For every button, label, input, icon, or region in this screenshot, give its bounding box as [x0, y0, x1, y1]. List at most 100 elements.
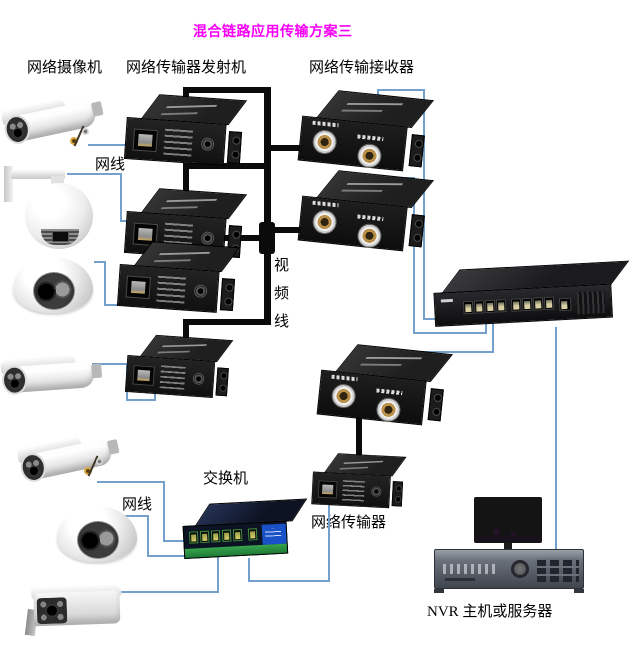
net-cable-cam1 — [88, 144, 138, 146]
net-cable-cam4-c — [126, 399, 156, 401]
video-cable-tx2-riser — [183, 163, 189, 201]
switch-port-4 — [495, 299, 507, 313]
power-jack — [200, 231, 215, 246]
device-front-face — [123, 116, 227, 166]
video-cable-rx1-feed — [269, 145, 319, 151]
switch-port-6 — [521, 297, 533, 312]
video-cable-tx1-run — [183, 87, 271, 93]
label-video-cable: 视频线 — [272, 257, 288, 341]
video-transmitter-4 — [124, 333, 234, 402]
net-cable-cam7-b — [217, 550, 219, 593]
net-cable-cam7-a — [109, 591, 219, 593]
video-cable-tx4-run — [183, 319, 271, 325]
video-receiver-1 — [297, 87, 435, 176]
nvr-recorder — [434, 549, 584, 593]
device-front-face — [311, 471, 391, 509]
video-receiver-2 — [297, 167, 435, 256]
monitor-neck — [504, 543, 512, 551]
bnc-video-out — [356, 142, 383, 169]
switch-port-7 — [532, 297, 544, 311]
bullet-camera-3 — [14, 418, 127, 502]
dome-camera-2 — [57, 506, 141, 566]
bnc-video-in — [311, 208, 338, 236]
net-cable-cam3-b — [104, 261, 106, 306]
net-cable-rx1-b — [377, 89, 425, 91]
device-front-face — [297, 115, 408, 172]
rj45-port — [125, 275, 151, 300]
label-switch: 交换机 — [203, 471, 249, 487]
switch-uplink-port — [558, 297, 572, 312]
device-front-face — [297, 195, 408, 252]
ptz-speed-dome-camera — [4, 166, 100, 254]
switch-port-2 — [199, 530, 210, 544]
video-cable-tx4-riser — [183, 319, 189, 345]
video-transmitter-1 — [123, 92, 248, 170]
net-cable-switch-nvr — [555, 327, 557, 552]
net-cable-cam5-b — [163, 481, 165, 542]
switch-port-3 — [210, 530, 221, 543]
switch-port-4 — [221, 529, 232, 542]
net-cable-rx1-c — [423, 89, 425, 320]
net-cable-rx3-b — [390, 351, 494, 353]
camera-lens — [36, 597, 68, 625]
monitor-frame — [474, 497, 542, 543]
pigtail-wire — [73, 125, 85, 147]
bnc-video-in — [311, 128, 338, 156]
nvr-button-grid — [537, 558, 579, 582]
label-nvr: NVR 主机或服务器 — [427, 604, 553, 620]
label-receiver-group: 网络传输接收器 — [309, 60, 415, 76]
video-cable-rx2-feed — [272, 227, 319, 233]
mounting-bracket — [391, 481, 404, 507]
net-cable-cam2-b — [120, 173, 122, 222]
switch-port-1 — [462, 300, 474, 315]
switch-label-panel — [261, 523, 287, 545]
box-camera — [21, 580, 125, 644]
nvr-jog-dial — [511, 560, 529, 578]
mount-arm — [11, 170, 65, 179]
device-front-face — [124, 354, 216, 398]
bnc-video-in — [330, 382, 357, 410]
wall-plate — [4, 166, 13, 202]
net-cable-cam4-a — [92, 363, 128, 365]
switch-uplink-port — [247, 528, 258, 541]
switch-front-face — [182, 520, 289, 560]
net-cable-cam6-c — [147, 555, 209, 557]
video-cable-trunk — [264, 87, 271, 325]
video-cable-tx2-run — [183, 163, 269, 169]
video-transmitter-3 — [116, 239, 241, 317]
camera-mount — [91, 363, 103, 379]
diagram-title: 混合链路应用传输方案三 — [193, 25, 353, 40]
switch-port-5 — [510, 298, 522, 312]
nvr-front-panel — [434, 549, 584, 589]
bnc-video-out — [375, 396, 402, 423]
bullet-camera-1 — [0, 80, 112, 164]
camera-lens — [33, 272, 75, 310]
net-cable-cam2-a — [67, 173, 122, 175]
label-transceiver: 网络传输器 — [311, 515, 387, 531]
led-label-panel — [163, 128, 194, 157]
power-jack — [193, 284, 208, 299]
mounting-bracket — [219, 278, 236, 311]
switch-port-3 — [484, 299, 496, 314]
led-label-panel — [159, 365, 186, 390]
switch-port-1 — [188, 531, 199, 544]
power-jack — [371, 486, 382, 497]
camera-mount — [90, 101, 104, 117]
label-camera-group: 网络摄像机 — [27, 60, 103, 76]
video-receiver-3 — [316, 341, 454, 430]
net-cable-rx3-c — [492, 319, 494, 353]
net-cable-rx2-c — [413, 177, 415, 334]
network-transceiver — [311, 452, 407, 511]
poe-switch-9port — [432, 259, 629, 343]
led-label-panel — [341, 480, 365, 502]
label-network-cable-bottom: 网线 — [122, 497, 153, 513]
net-cable-cam5-c — [163, 540, 200, 542]
rj45-port — [132, 365, 155, 386]
net-cable-cam5-a — [97, 481, 165, 483]
bnc-video-out — [356, 222, 383, 249]
net-cable-rx2-e — [485, 317, 487, 334]
led-label-panel — [156, 275, 187, 304]
video-cable-rx3-to-transceiver — [356, 416, 362, 462]
mounting-bracket — [226, 131, 243, 164]
camera-mount — [106, 439, 120, 455]
